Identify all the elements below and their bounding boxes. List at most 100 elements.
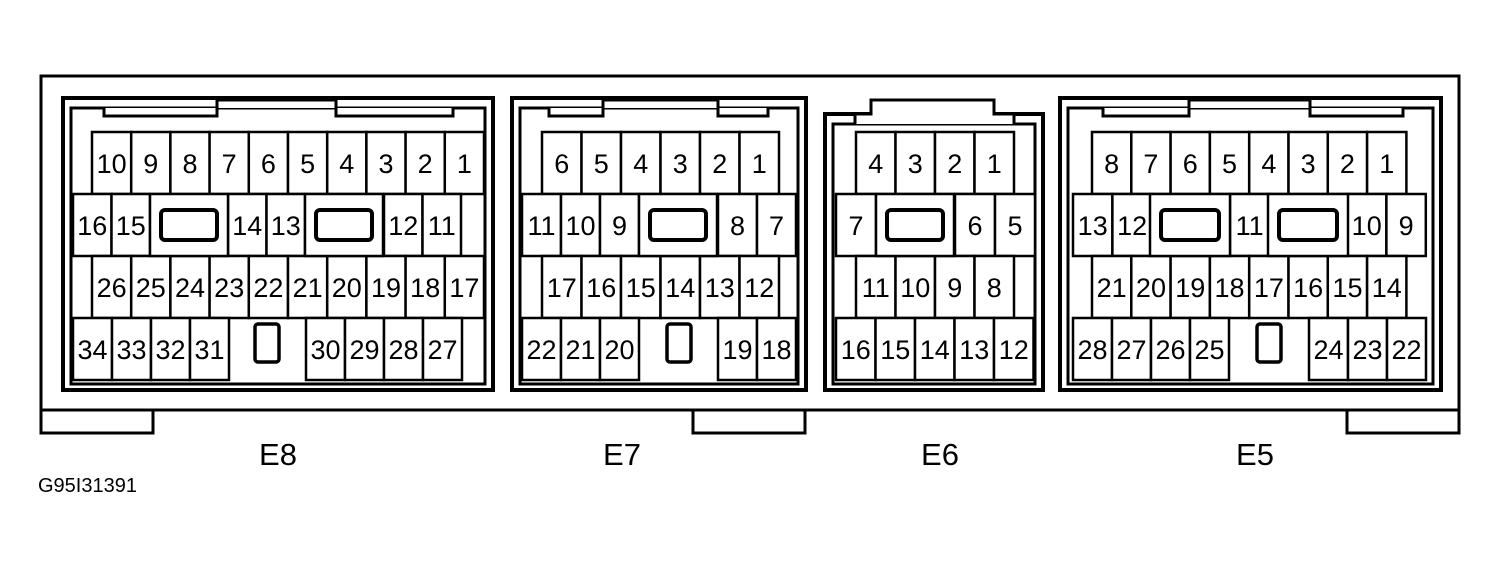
pin-number: 17 [449, 273, 479, 303]
pin-cell [755, 316, 798, 382]
pin-number: 13 [959, 335, 989, 365]
pin-number: 4 [339, 149, 354, 179]
pin-number: 3 [908, 149, 923, 179]
pin-number: 4 [1261, 149, 1276, 179]
pin-number: 27 [427, 335, 457, 365]
pin-number: 24 [1313, 335, 1343, 365]
pin-number: 21 [293, 273, 323, 303]
pin-number: 10 [565, 211, 595, 241]
pin-number: 15 [626, 273, 656, 303]
pin-number: 3 [1301, 149, 1316, 179]
pin-number: 6 [554, 149, 569, 179]
pin-number: 14 [1372, 273, 1402, 303]
pin-number: 13 [705, 273, 735, 303]
keying-latch [885, 208, 945, 242]
pin-number: 3 [378, 149, 393, 179]
pin-number: 6 [261, 149, 276, 179]
pin-number: 2 [712, 149, 727, 179]
pin-cell [1111, 192, 1154, 258]
pin-number: 12 [744, 273, 774, 303]
pin-number: 34 [77, 335, 107, 365]
pin-cell [738, 130, 781, 196]
pin-number: 12 [388, 211, 418, 241]
pin-number: 9 [947, 273, 962, 303]
pin-number: 2 [1340, 149, 1355, 179]
pin-number: 9 [612, 211, 627, 241]
pin-cell [973, 130, 1016, 196]
figure-id: G95I31391 [38, 475, 137, 497]
pin-number: 19 [722, 335, 752, 365]
pin-number: 3 [673, 149, 688, 179]
pin-number: 20 [1136, 273, 1166, 303]
pin-number: 14 [665, 273, 695, 303]
pin-number: 19 [371, 273, 401, 303]
pin-number: 33 [116, 335, 146, 365]
connector-e8-notch [102, 98, 455, 118]
pin-number: 28 [1077, 335, 1107, 365]
pin-cell [188, 316, 231, 382]
pin-cell [598, 192, 641, 258]
pin-number: 11 [862, 273, 890, 303]
pin-cell [1326, 254, 1369, 320]
pin-cell [913, 316, 956, 382]
connector-e5-notch [1101, 98, 1405, 118]
pin-number: 24 [175, 273, 205, 303]
housing-tab-center [691, 410, 807, 435]
pin-cell [343, 316, 386, 382]
pin-number: 1 [752, 149, 767, 179]
pin-number: 11 [428, 211, 456, 241]
pin-number: 1 [1379, 149, 1394, 179]
pin-number: 5 [1222, 149, 1237, 179]
pin-number: 7 [769, 211, 784, 241]
pin-cell [894, 130, 937, 196]
pin-number: 17 [1254, 273, 1284, 303]
pin-cell [698, 254, 741, 320]
connector-e7-shell [510, 96, 808, 392]
pin-number: 4 [868, 149, 883, 179]
pin-number: 20 [604, 335, 634, 365]
pin-number: 18 [761, 335, 791, 365]
connector-e8-shell [61, 96, 495, 392]
pin-number: 16 [77, 211, 107, 241]
pin-number: 7 [848, 211, 863, 241]
pin-number: 10 [1352, 211, 1382, 241]
keying-latch [159, 208, 219, 242]
pin-number: 20 [332, 273, 362, 303]
pin-cell [1346, 316, 1389, 382]
pin-number: 12 [999, 335, 1029, 365]
pin-cell [933, 130, 976, 196]
pin-number: 15 [116, 211, 146, 241]
pin-number: 7 [222, 149, 237, 179]
pin-number: 31 [194, 335, 224, 365]
pin-number: 30 [310, 335, 340, 365]
housing-tab-right [1345, 410, 1461, 435]
pin-number: 27 [1116, 335, 1146, 365]
pin-cell [698, 130, 741, 196]
pin-number: 19 [1175, 273, 1205, 303]
pin-cell [953, 316, 996, 382]
pin-cell [755, 192, 798, 258]
pin-number: 11 [1236, 211, 1264, 241]
pin-number: 8 [730, 211, 745, 241]
pin-number: 6 [967, 211, 982, 241]
pin-cell [1071, 192, 1114, 258]
pin-cell [933, 254, 976, 320]
keying-latch [314, 208, 374, 242]
pin-cell [1071, 316, 1114, 382]
pin-number: 15 [880, 335, 910, 365]
pin-cell [1287, 130, 1330, 196]
pin-number: 16 [586, 273, 616, 303]
pin-number: 5 [594, 149, 609, 179]
pin-number: 14 [920, 335, 950, 365]
pin-number: 6 [1183, 149, 1198, 179]
pin-cell [992, 316, 1035, 382]
pin-cell [834, 316, 877, 382]
pin-number: 18 [1215, 273, 1245, 303]
pin-cell [443, 254, 486, 320]
pin-cell [598, 316, 641, 382]
pin-number: 4 [633, 149, 648, 179]
